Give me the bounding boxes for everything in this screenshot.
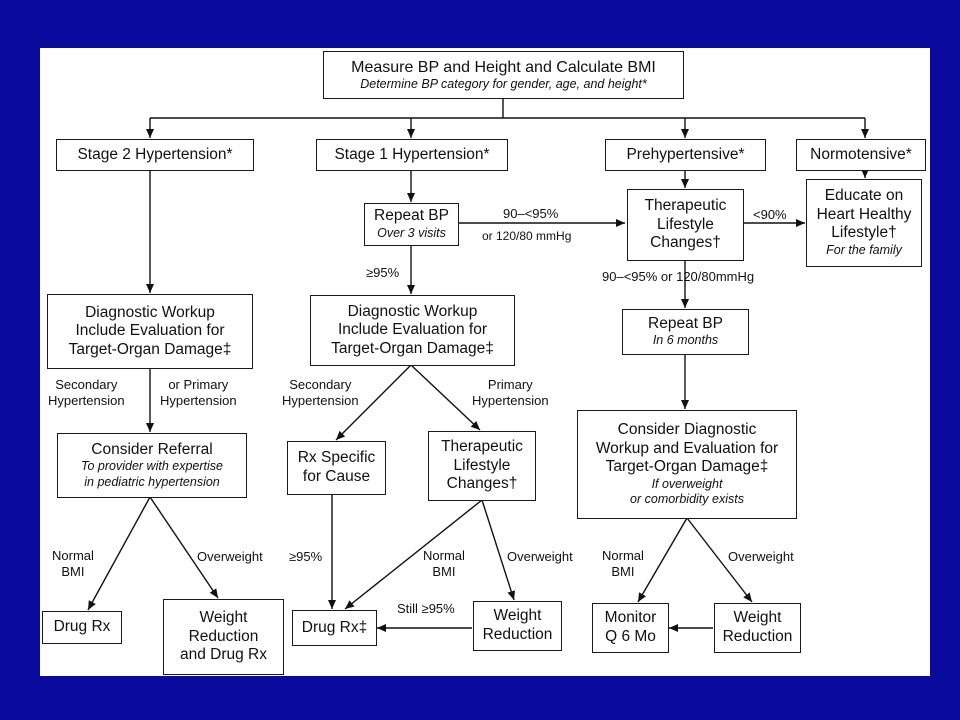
stage2-box: Stage 2 Hypertension* [56,139,254,171]
repeat-bp-2-title: Repeat BP [648,314,723,332]
repeat-bp-1-box: Repeat BP Over 3 visits [364,203,459,246]
tlc-mid-title: Therapeutic Lifestyle Changes† [441,438,523,493]
label-secondary-mid: Secondary Hypertension [282,377,359,408]
drug-rx-left-box: Drug Rx [42,611,122,644]
label-overweight-mid: Overweight [507,549,573,564]
arrow-workup-rxspecific [335,364,412,441]
consider-referral-box: Consider Referral To provider with exper… [57,433,247,498]
educate-sub: For the family [826,243,902,258]
stage1-box: Stage 1 Hypertension* [316,139,508,171]
drug-rx-mid-title: Drug Rx‡ [301,618,368,636]
normo-box: Normotensive* [796,139,926,171]
label-range-90-95-top: 90–<95% [503,206,559,221]
label-still-ge-95: Still ≥95% [397,601,455,616]
repeat-bp-2-box: Repeat BP In 6 months [622,309,749,355]
measure-bp-title: Measure BP and Height and Calculate BMI [351,58,656,76]
label-secondary-left: Secondary Hypertension [48,377,125,408]
arrow-considerworkup-weight [686,517,753,603]
educate-box: Educate on Heart Healthy Lifestyle† For … [806,179,922,267]
label-lt-90: <90% [753,207,787,222]
label-overweight-left: Overweight [197,549,263,564]
measure-bp-box: Measure BP and Height and Calculate BMI … [323,51,684,99]
arrow-workup-tlcmid [410,364,481,431]
repeat-bp-1-sub: Over 3 visits [377,225,446,240]
label-or-120-80-top: or 120/80 mmHg [482,229,572,243]
prehyper-title: Prehypertensive* [626,145,745,163]
arrow-tlcmid-weight [481,499,516,601]
weight-drug-title: Weight Reduction and Drug Rx [179,609,267,664]
arrow-considerworkup-monitor [637,517,688,603]
monitor-title: Monitor Q 6 Mo [604,609,657,645]
weight-mid-box: Weight Reduction [473,601,562,651]
workup-left-title: Diagnostic Workup Include Evaluation for… [68,303,232,358]
workup-mid-title: Diagnostic Workup Include Evaluation for… [331,302,494,357]
consider-workup-sub: If overweight or comorbidity exists [630,476,744,507]
normo-title: Normotensive* [810,145,912,163]
tlc-top-box: Therapeutic Lifestyle Changes† [627,189,744,261]
weight-drug-box: Weight Reduction and Drug Rx [163,599,284,675]
consider-referral-title: Consider Referral [91,440,213,458]
consider-workup-title: Consider Diagnostic Workup and Evaluatio… [595,420,779,476]
rx-specific-title: Rx Specific for Cause [297,449,376,485]
prehyper-box: Prehypertensive* [605,139,766,171]
label-primary-mid: Primary Hypertension [472,377,549,408]
arrow-referral-drugrx [87,496,151,611]
educate-title: Educate on Heart Healthy Lifestyle† [816,187,912,242]
tlc-mid-box: Therapeutic Lifestyle Changes† [428,431,536,501]
workup-mid-box: Diagnostic Workup Include Evaluation for… [310,295,515,366]
arrow-tlcmid-drugrx [344,499,483,610]
label-normal-bmi-mid: Normal BMI [423,548,465,579]
workup-left-box: Diagnostic Workup Include Evaluation for… [47,294,253,369]
measure-bp-sub: Determine BP category for gender, age, a… [360,76,647,91]
weight-right-title: Weight Reduction [722,609,793,645]
label-overweight-right: Overweight [728,549,794,564]
weight-mid-title: Weight Reduction [482,607,553,643]
label-range-90-95-right: 90–<95% or 120/80mmHg [602,269,755,284]
weight-right-box: Weight Reduction [714,603,801,653]
label-primary-left: or Primary Hypertension [160,377,237,408]
consider-referral-sub: To provider with expertise in pediatric … [81,459,223,489]
drug-rx-left-title: Drug Rx [53,618,111,636]
label-normal-bmi-right: Normal BMI [602,548,644,579]
tlc-top-title: Therapeutic Lifestyle Changes† [644,197,727,252]
stage2-title: Stage 2 Hypertension* [77,145,233,163]
label-ge-95-mid: ≥95% [289,549,323,564]
stage1-title: Stage 1 Hypertension* [334,145,490,163]
label-ge-95: ≥95% [366,265,400,280]
repeat-bp-1-title: Repeat BP [374,207,449,225]
drug-rx-mid-box: Drug Rx‡ [292,610,377,646]
repeat-bp-2-sub: In 6 months [652,333,719,348]
label-normal-bmi-left: Normal BMI [52,548,94,579]
monitor-box: Monitor Q 6 Mo [592,603,669,653]
rx-specific-box: Rx Specific for Cause [287,441,386,495]
consider-workup-box: Consider Diagnostic Workup and Evaluatio… [577,410,797,519]
arrow-referral-weightdrug [149,496,219,599]
